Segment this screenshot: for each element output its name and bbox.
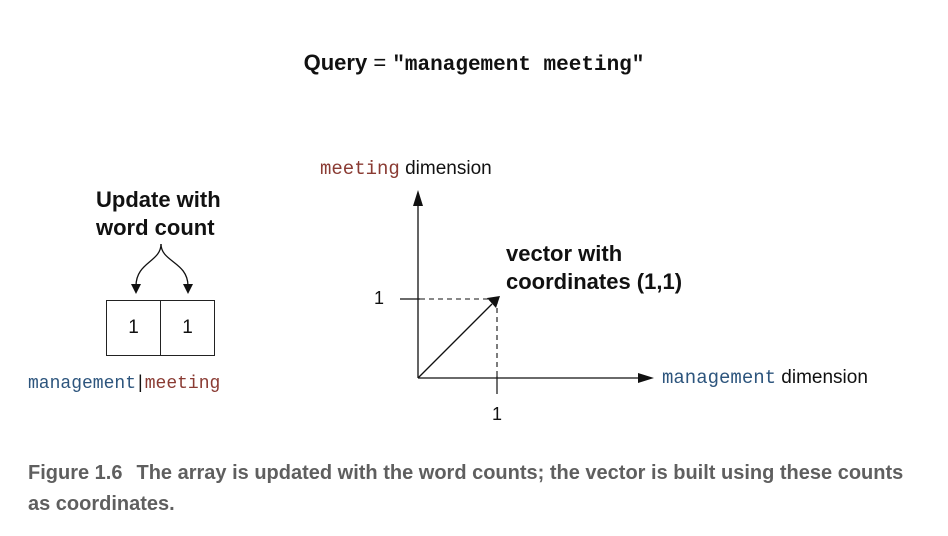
update-annotation-line2: word count (96, 215, 215, 240)
vector-arrowhead (487, 296, 500, 308)
array-label-management: management (28, 374, 137, 394)
x-axis-label: management dimension (662, 367, 868, 389)
query-equals: = (373, 50, 387, 75)
x-axis-suffix: dimension (776, 367, 868, 388)
brace-arrow-left (135, 243, 162, 287)
array-label-separator: | (138, 372, 143, 392)
update-annotation-line1: Update with (96, 187, 221, 212)
y-tick-label: 1 (374, 288, 385, 308)
array-cell-management: 1 (106, 300, 161, 356)
vector-annotation: vector with coordinates (1,1) (506, 240, 746, 296)
brace-arrowhead-left (131, 284, 141, 294)
y-axis-label: meeting dimension (320, 158, 492, 180)
y-axis-term: meeting (320, 158, 400, 180)
vector-annotation-line2: coordinates (1,1) (506, 269, 683, 294)
x-axis-term: management (662, 367, 777, 389)
x-tick-label: 1 (492, 404, 503, 424)
update-annotation: Update with word count (96, 186, 256, 242)
figure-number: Figure 1.6 (28, 462, 123, 484)
y-axis-arrowhead (413, 190, 423, 206)
array-cell-meeting: 1 (160, 300, 215, 356)
brace-arrows (135, 243, 189, 287)
query-string: "management meeting" (392, 54, 645, 77)
query-title: Query = "management meeting" (0, 50, 948, 77)
query-label: Query (303, 50, 368, 75)
vector-annotation-line1: vector with (506, 241, 623, 266)
array-label-meeting: meeting (144, 374, 221, 394)
caption-text: The array is updated with the word count… (28, 462, 904, 515)
brace-arrow-right (160, 243, 189, 287)
brace-arrowhead-right (183, 284, 193, 294)
y-axis-suffix: dimension (399, 158, 492, 179)
array-labels: management|meeting (28, 372, 220, 394)
vector-line (417, 303, 493, 379)
x-axis-arrowhead (638, 373, 654, 383)
